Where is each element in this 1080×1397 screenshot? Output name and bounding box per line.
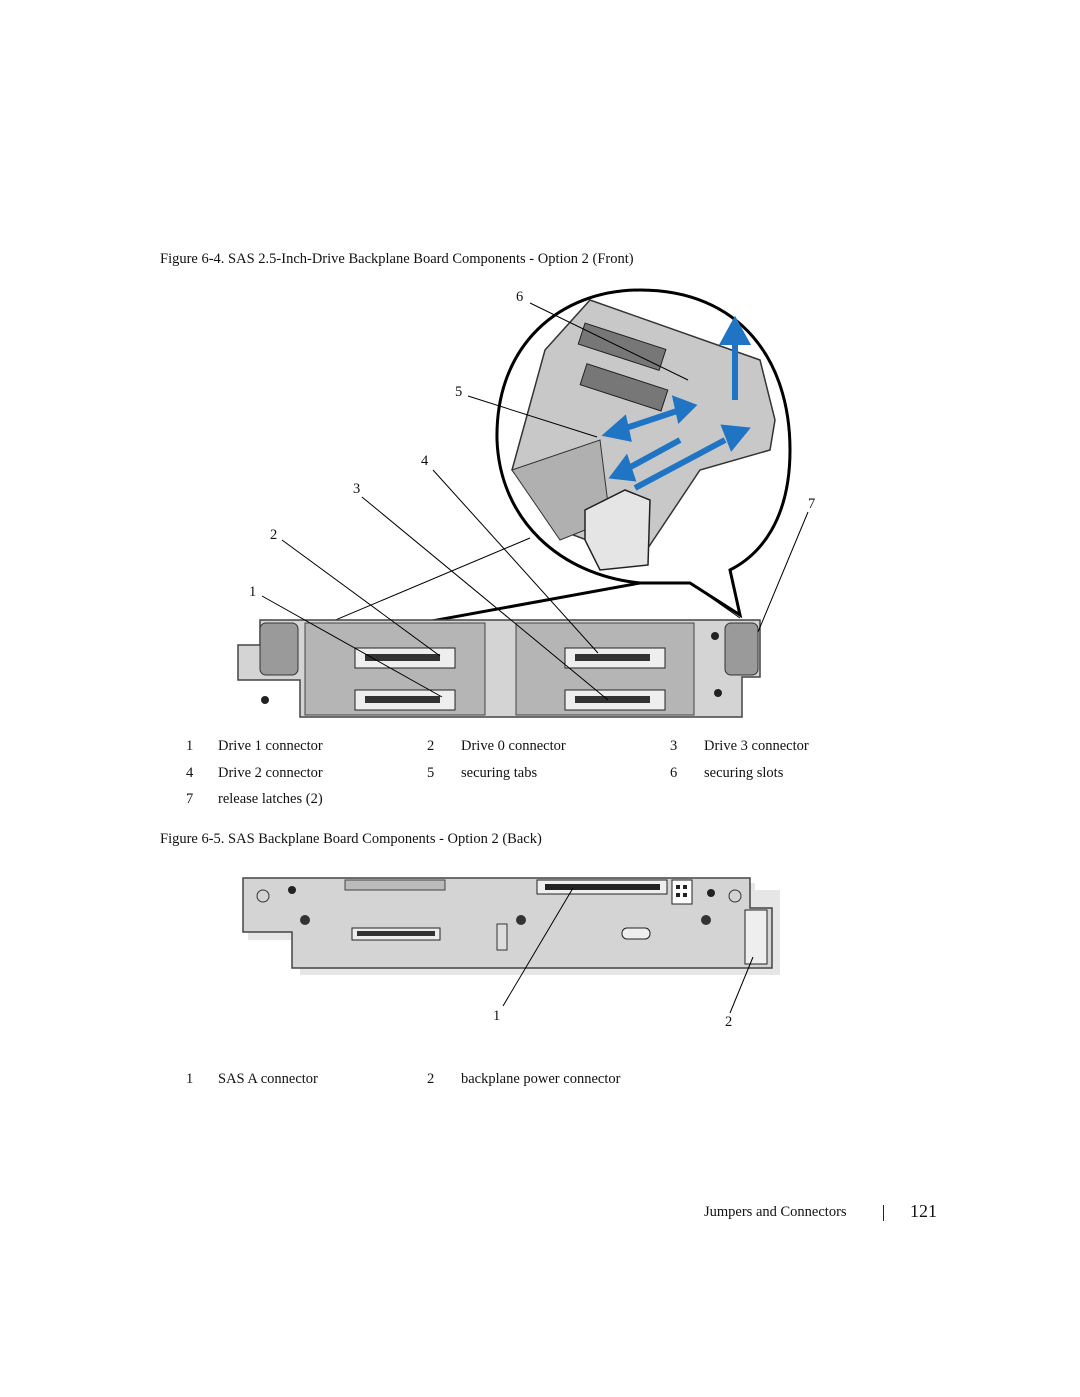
footer-section-title: Jumpers and Connectors	[704, 1204, 847, 1220]
drive-3-connector-slot	[575, 696, 650, 703]
standoff-icon	[701, 915, 711, 925]
callout-1: 1	[249, 584, 257, 600]
mounting-hole	[711, 632, 719, 640]
zoom-connector-lower	[579, 363, 669, 412]
drive-1-connector-slot	[365, 654, 440, 661]
back-backplane-board	[242, 877, 773, 969]
legend-num: 3	[670, 738, 678, 754]
callout-6: 6	[516, 289, 524, 305]
legend-num: 7	[186, 791, 194, 807]
legend-num: 1	[186, 738, 194, 754]
mounting-hole	[714, 689, 722, 697]
drive-0-connector-slot	[575, 654, 650, 661]
callout-back-2: 2	[725, 1014, 733, 1030]
legend-num: 2	[427, 738, 435, 754]
screw-hole-icon	[256, 889, 270, 903]
board-slot-inner	[357, 931, 435, 936]
figure-caption-back: Figure 6-5. SAS Backplane Board Componen…	[160, 831, 542, 847]
release-latch	[584, 489, 651, 571]
legend-num: 2	[427, 1071, 435, 1087]
mounting-hole	[261, 696, 269, 704]
callout-2: 2	[270, 527, 278, 543]
legend-label: Drive 2 connector	[218, 765, 323, 781]
mounting-hole	[707, 889, 715, 897]
callout-4: 4	[421, 453, 429, 469]
legend-label: securing slots	[704, 765, 784, 781]
legend-num: 5	[427, 765, 435, 781]
legend-label: Drive 0 connector	[461, 738, 566, 754]
legend-label: SAS A connector	[218, 1071, 318, 1087]
legend-num: 6	[670, 765, 678, 781]
backplane-power-connector	[744, 909, 768, 965]
sas-a-connector-slot	[545, 884, 660, 890]
board-oval-cutout	[621, 927, 651, 940]
figure-caption-front: Figure 6-4. SAS 2.5-Inch-Drive Backplane…	[160, 251, 634, 267]
legend-label: securing tabs	[461, 765, 538, 781]
callout-leaders-back	[502, 887, 754, 1014]
legend-num: 1	[186, 1071, 194, 1087]
callout-leaders-front	[261, 302, 809, 701]
top-edge-slots	[344, 879, 446, 891]
legend-label: Drive 1 connector	[218, 738, 323, 754]
drive-2-connector-slot	[365, 696, 440, 703]
small-connector	[496, 923, 508, 951]
zoom-funnel-line	[699, 589, 741, 619]
callout-7: 7	[808, 496, 816, 512]
screw-hole-icon	[728, 889, 742, 903]
standoff-icon	[516, 915, 526, 925]
callout-5: 5	[455, 384, 463, 400]
standoff-icon	[300, 915, 310, 925]
legend-label: release latches (2)	[218, 791, 323, 807]
release-latch-left	[259, 622, 299, 676]
page-number: 121	[910, 1201, 937, 1221]
legend-num: 4	[186, 765, 194, 781]
release-latch-right	[724, 622, 759, 676]
legend-label: backplane power connector	[461, 1071, 621, 1087]
callout-3: 3	[353, 481, 361, 497]
mounting-hole	[288, 886, 296, 894]
callout-back-1: 1	[493, 1008, 501, 1024]
legend-label: Drive 3 connector	[704, 738, 809, 754]
footer-separator	[883, 1205, 884, 1221]
blue-arrows	[601, 315, 752, 491]
jumper-block	[671, 879, 693, 905]
